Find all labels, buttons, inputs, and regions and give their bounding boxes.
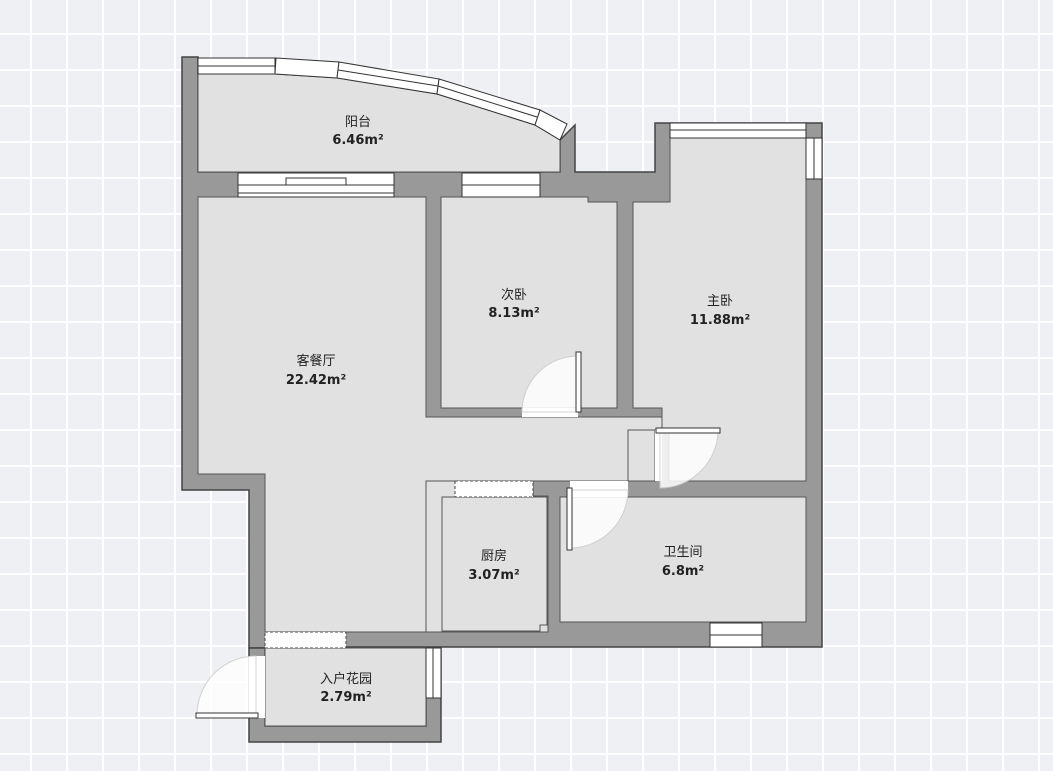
- second-bedroom-door-swing: [521, 355, 579, 413]
- room-labels: 阳台 6.46m² 客餐厅 22.42m² 次卧 8.13m² 主卧 11.88…: [286, 115, 750, 705]
- balcony-window-mid: [274, 57, 340, 79]
- balcony-area: 6.46m²: [332, 133, 383, 148]
- bathroom-door-swing: [569, 489, 629, 549]
- kitchen-area: 3.07m²: [468, 568, 519, 583]
- doors: [195, 351, 721, 719]
- second-bedroom-floor: [440, 196, 618, 409]
- kitchen-floor: [441, 496, 548, 632]
- balcony-floor: [197, 73, 561, 173]
- living-dining-name: 客餐厅: [296, 353, 335, 369]
- balcony-name: 阳台: [345, 115, 371, 130]
- entry-door-leaf: [195, 712, 259, 719]
- entry-opening: [264, 631, 347, 649]
- bathroom-door-leaf: [566, 487, 573, 551]
- living-dining-area: 22.42m²: [286, 373, 346, 388]
- master-door-swing: [659, 429, 719, 489]
- entry-garden-floor: [264, 647, 427, 727]
- master-door-leaf: [655, 427, 721, 434]
- second-bedroom-door-leaf: [575, 351, 582, 413]
- master-door-gap: [655, 430, 662, 481]
- master-bedroom-name: 主卧: [707, 294, 733, 309]
- balcony-window-arc3: [534, 109, 568, 141]
- master-bedroom-area: 11.88m²: [690, 313, 750, 328]
- second-bedroom-area: 8.13m²: [488, 306, 539, 321]
- bathroom-name: 卫生间: [663, 545, 702, 560]
- bathroom-floor: [559, 496, 807, 623]
- bathroom-area: 6.8m²: [662, 564, 704, 579]
- second-bedroom-name: 次卧: [501, 287, 527, 303]
- floors: [196, 73, 807, 727]
- windows: [197, 57, 823, 699]
- entry-door-swing: [196, 655, 257, 716]
- kitchen-name: 厨房: [481, 548, 507, 564]
- kitchen-opening: [454, 480, 534, 498]
- entry-garden-name: 入户花园: [320, 671, 372, 687]
- entry-garden-area: 2.79m²: [320, 690, 371, 705]
